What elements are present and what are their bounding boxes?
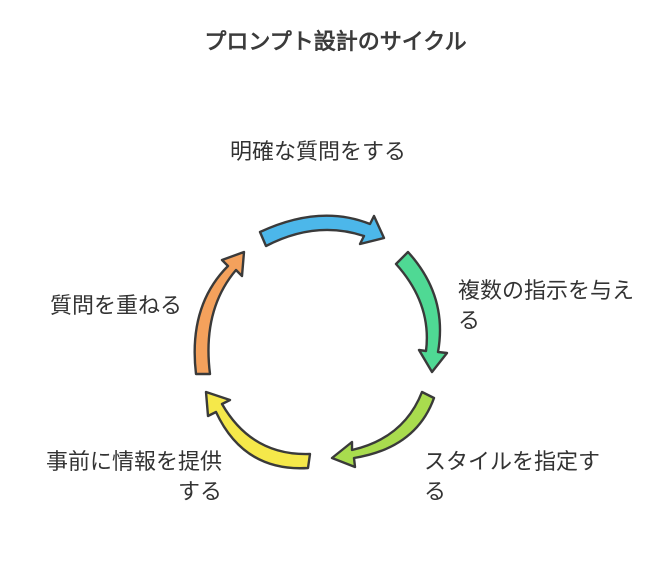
arrow-step-2 bbox=[394, 250, 449, 374]
arrow-step-3 bbox=[330, 390, 436, 469]
diagram-title: プロンプト設計のサイクル bbox=[204, 30, 467, 55]
arrow-step-1 bbox=[258, 214, 386, 248]
step-label-repeat-questions: 質問を重ねる bbox=[49, 294, 182, 319]
step-label-clear-question: 明確な質問をする bbox=[229, 140, 406, 165]
arrow-step-5 bbox=[193, 250, 246, 376]
arrow-step-4 bbox=[204, 390, 312, 470]
step-label-multiple-instructions: 複数の指示を与える bbox=[458, 279, 635, 334]
step-label-specify-style: スタイルを指定する bbox=[424, 450, 601, 505]
step-label-provide-info: 事前に情報を提供する bbox=[45, 450, 222, 505]
